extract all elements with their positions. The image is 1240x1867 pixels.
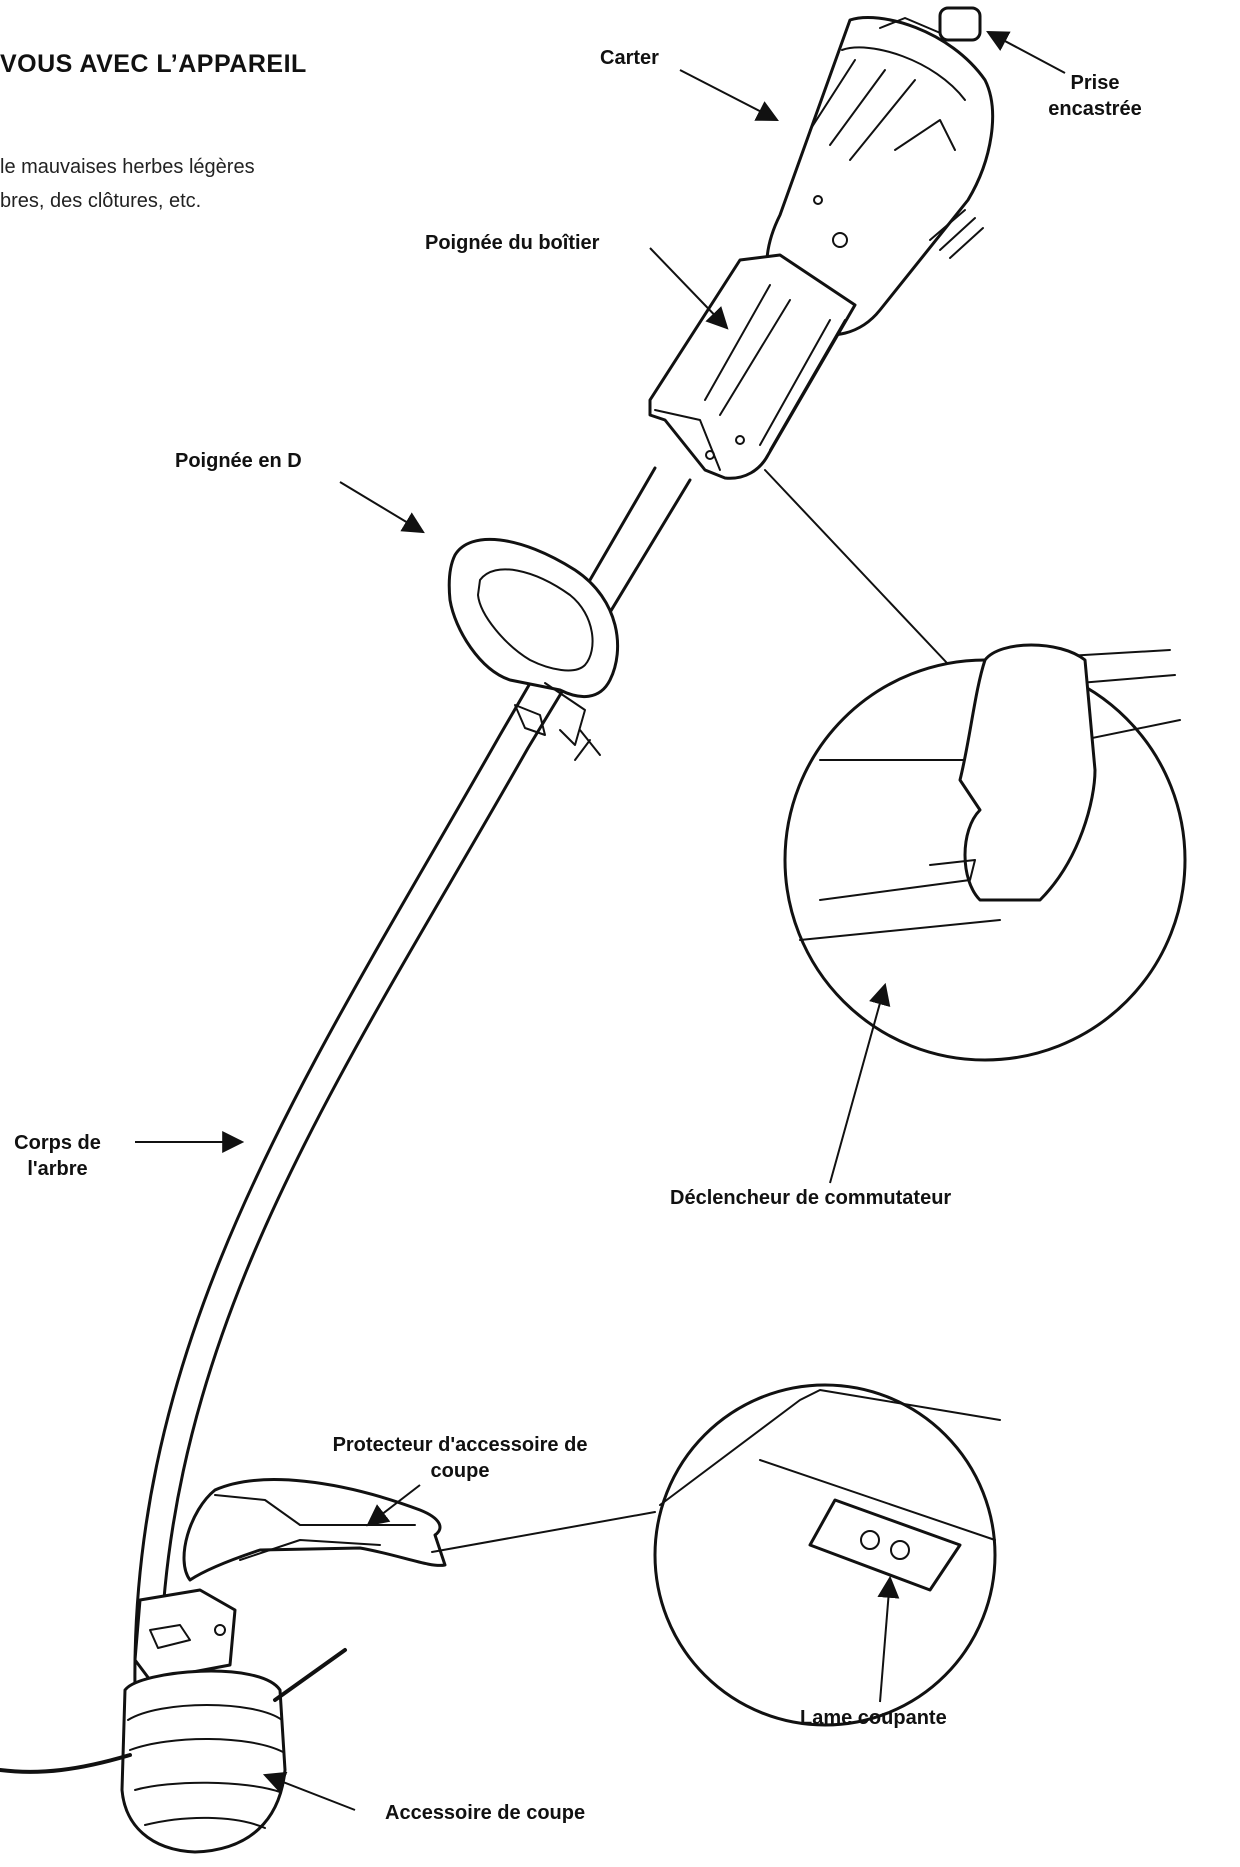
label-poignee-d: Poignée en D <box>175 450 302 472</box>
arrow-accessoire <box>262 1771 356 1811</box>
label-prise-line-1: Prise <box>1070 72 1120 94</box>
trigger-shape <box>958 643 1097 902</box>
label-corps-line-1: Corps de <box>14 1132 101 1154</box>
label-carter: Carter <box>600 47 659 69</box>
label-prise-line-2: encastrée <box>1048 98 1142 120</box>
intro-line-2: bres, des clôtures, etc. <box>0 190 202 212</box>
connector-line-trigger <box>764 469 948 664</box>
arrow-lame <box>877 1575 900 1703</box>
label-prise-encastree: Prise encastrée <box>1030 70 1160 122</box>
label-lame-coupante: Lame coupante <box>800 1707 947 1729</box>
trimmer-line <box>0 1753 132 1774</box>
label-protecteur: Protecteur d'accessoire de coupe <box>300 1432 620 1484</box>
label-declencheur: Déclencheur de commutateur <box>670 1187 952 1209</box>
intro-text: le mauvaises herbes légères bres, des cl… <box>0 150 255 218</box>
section-heading: VOUS AVEC L’APPAREIL <box>0 50 307 78</box>
label-poignee-boitier: Poignée du boîtier <box>425 232 600 254</box>
shaft-outline-left <box>133 466 657 1692</box>
arrow-carter <box>679 69 779 122</box>
arrow-poignee-boitier <box>649 247 729 330</box>
label-corps-line-2: l'arbre <box>27 1158 88 1180</box>
spool-housing <box>120 1669 287 1854</box>
shaft-outline-right <box>158 478 692 1692</box>
label-corps-arbre: Corps de l'arbre <box>0 1130 115 1182</box>
connector-line-blade <box>431 1511 656 1553</box>
blade-shape <box>808 1498 962 1592</box>
arrow-prise <box>986 30 1066 74</box>
housing-handle <box>648 253 857 480</box>
arrow-poignee-d <box>339 481 425 534</box>
arrow-declencheur <box>829 982 891 1184</box>
recessed-plug <box>938 6 982 42</box>
label-protecteur-line-2: coupe <box>430 1460 490 1482</box>
label-protecteur-line-1: Protecteur d'accessoire de <box>332 1434 588 1456</box>
detail-circle-blade <box>653 1383 997 1727</box>
intro-line-1: le mauvaises herbes légères <box>0 156 255 178</box>
d-handle <box>447 537 620 699</box>
arrow-protecteur <box>366 1484 421 1527</box>
trimmer-line-2 <box>273 1648 347 1702</box>
trimmer-head-body <box>133 1588 237 1682</box>
label-accessoire-coupe: Accessoire de coupe <box>385 1802 586 1824</box>
